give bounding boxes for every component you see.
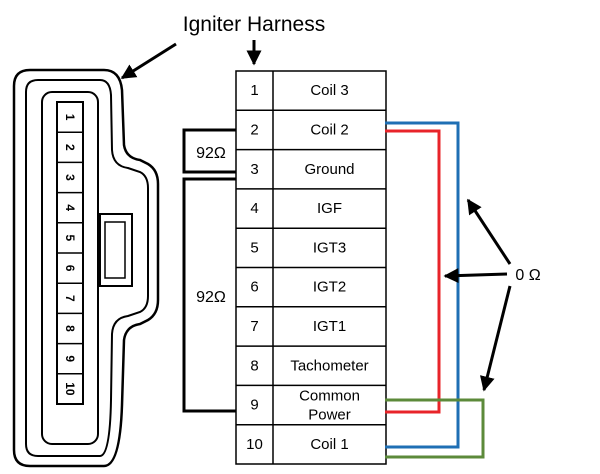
connector-pin-label: 10 — [63, 382, 77, 396]
pin-function-label: IGF — [317, 200, 342, 217]
connector-pin-label: 7 — [63, 295, 77, 302]
pin-function-label-line2: Power — [308, 407, 351, 424]
upper-resistance-label: 92Ω — [196, 145, 226, 162]
pin-number: 5 — [250, 239, 258, 256]
title-arrow-connector — [120, 42, 177, 80]
pin-number: 10 — [246, 436, 263, 453]
lower-resistance-bracket — [182, 177, 236, 413]
pin-function-label: IGT3 — [313, 239, 346, 256]
pin-function-label: Tachometer — [290, 357, 368, 374]
connector-pin-label: 2 — [63, 144, 77, 151]
pin-number: 1 — [250, 82, 258, 99]
upper-resistance-bracket — [182, 128, 236, 174]
connector-pin-label: 5 — [63, 235, 77, 242]
pin-function-label: IGT2 — [313, 279, 346, 296]
pin-number: 6 — [250, 279, 258, 296]
connector-pin-label: 1 — [63, 114, 77, 121]
connector-pin-label: 6 — [63, 265, 77, 272]
blue-jumper-wire — [385, 121, 460, 449]
diagram-title: Igniter Harness — [183, 13, 325, 36]
pin-number: 3 — [250, 161, 258, 178]
pin-number: 2 — [250, 121, 258, 138]
connector-pin-label: 8 — [63, 325, 77, 332]
pin-function-label: Coil 1 — [310, 436, 348, 453]
pin-function-label: IGT1 — [313, 318, 346, 335]
pin-table: 1 Coil 3 2 Coil 2 3 Ground 4 IGF 5 IGT3 6 IGT2 7 IGT1… — [235, 70, 387, 465]
zero-ohm-arrow-upper — [466, 198, 512, 265]
pin-number: 7 — [250, 318, 258, 335]
green-jumper-wire — [385, 398, 485, 459]
connector-latch-inner — [104, 221, 126, 279]
connector-pin-label: 4 — [63, 204, 77, 211]
connector-inner-shell — [25, 79, 149, 457]
zero-ohm-label: 0 Ω — [515, 267, 540, 284]
pin-function-label: Ground — [304, 161, 354, 178]
pin-function-label: Coil 2 — [310, 121, 348, 138]
pin-number: 8 — [250, 357, 258, 374]
connector-latch — [99, 213, 133, 287]
zero-ohm-arrow-middle — [443, 268, 508, 284]
connector-pin-labels: 1 2 3 4 5 6 7 8 9 10 — [57, 114, 83, 396]
connector-pin-label: 3 — [63, 174, 77, 181]
connector-pin-label: 9 — [63, 355, 77, 362]
lower-resistance-label: 92Ω — [196, 289, 226, 306]
red-jumper-wire — [385, 129, 441, 414]
pin-number: 4 — [250, 200, 258, 217]
connector-outer-shell — [12, 68, 160, 468]
connector-pin-housing — [41, 91, 99, 445]
pin-number: 9 — [250, 397, 258, 414]
pin-function-label: Common — [299, 388, 360, 405]
pin-function-label: Coil 3 — [310, 82, 348, 99]
connector-drawing — [12, 68, 160, 468]
zero-ohm-arrow-lower — [479, 285, 512, 392]
resistance-brackets — [182, 128, 236, 413]
